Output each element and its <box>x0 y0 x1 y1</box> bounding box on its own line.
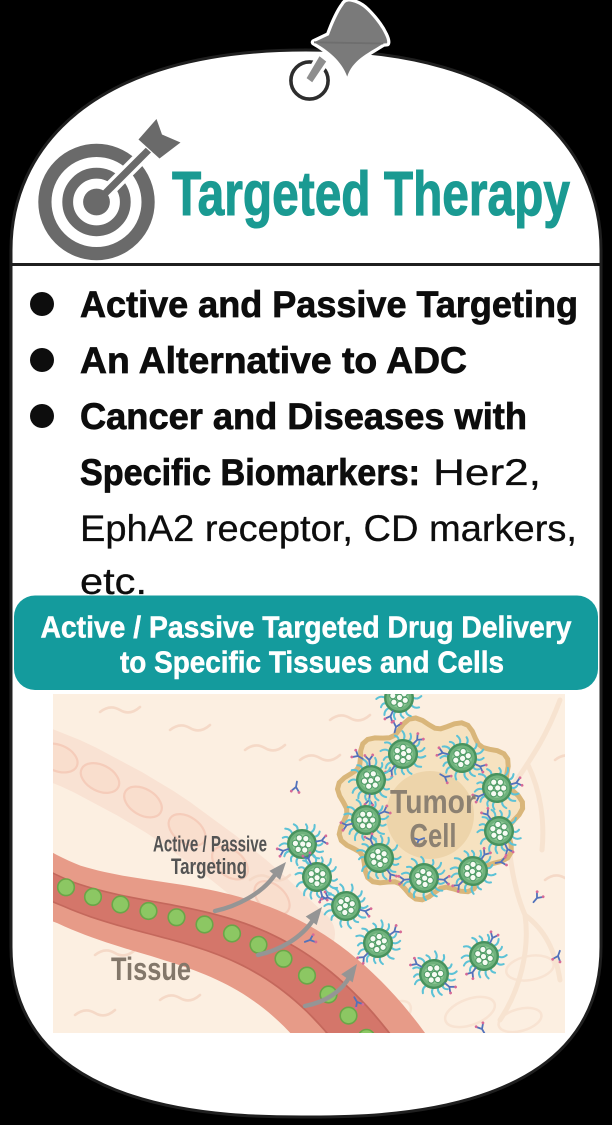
svg-text:to Specific Tissues and Cells: to Specific Tissues and Cells <box>120 646 504 680</box>
svg-text:Cancer and Diseases with: Cancer and Diseases with <box>80 395 527 437</box>
svg-text:EphA2 receptor, CD markers,: EphA2 receptor, CD markers, <box>80 507 577 549</box>
svg-text:Active and Passive Targeting: Active and Passive Targeting <box>80 283 578 325</box>
svg-text:Tissue: Tissue <box>111 951 191 987</box>
svg-text:Active / Passive: Active / Passive <box>153 832 267 857</box>
svg-text:An Alternative to ADC: An Alternative to ADC <box>80 339 467 381</box>
svg-text:Cell: Cell <box>410 817 457 854</box>
svg-text:Her2,: Her2, <box>433 451 541 493</box>
svg-text:etc.: etc. <box>80 560 147 602</box>
svg-text:Targeted Therapy: Targeted Therapy <box>172 160 570 229</box>
svg-text:Active / Passive Targeted Drug: Active / Passive Targeted Drug Delivery <box>41 611 572 645</box>
svg-text:Specific Biomarkers:: Specific Biomarkers: <box>80 451 420 493</box>
svg-text:Targeting: Targeting <box>171 854 247 879</box>
svg-text:Tumor: Tumor <box>390 783 476 820</box>
